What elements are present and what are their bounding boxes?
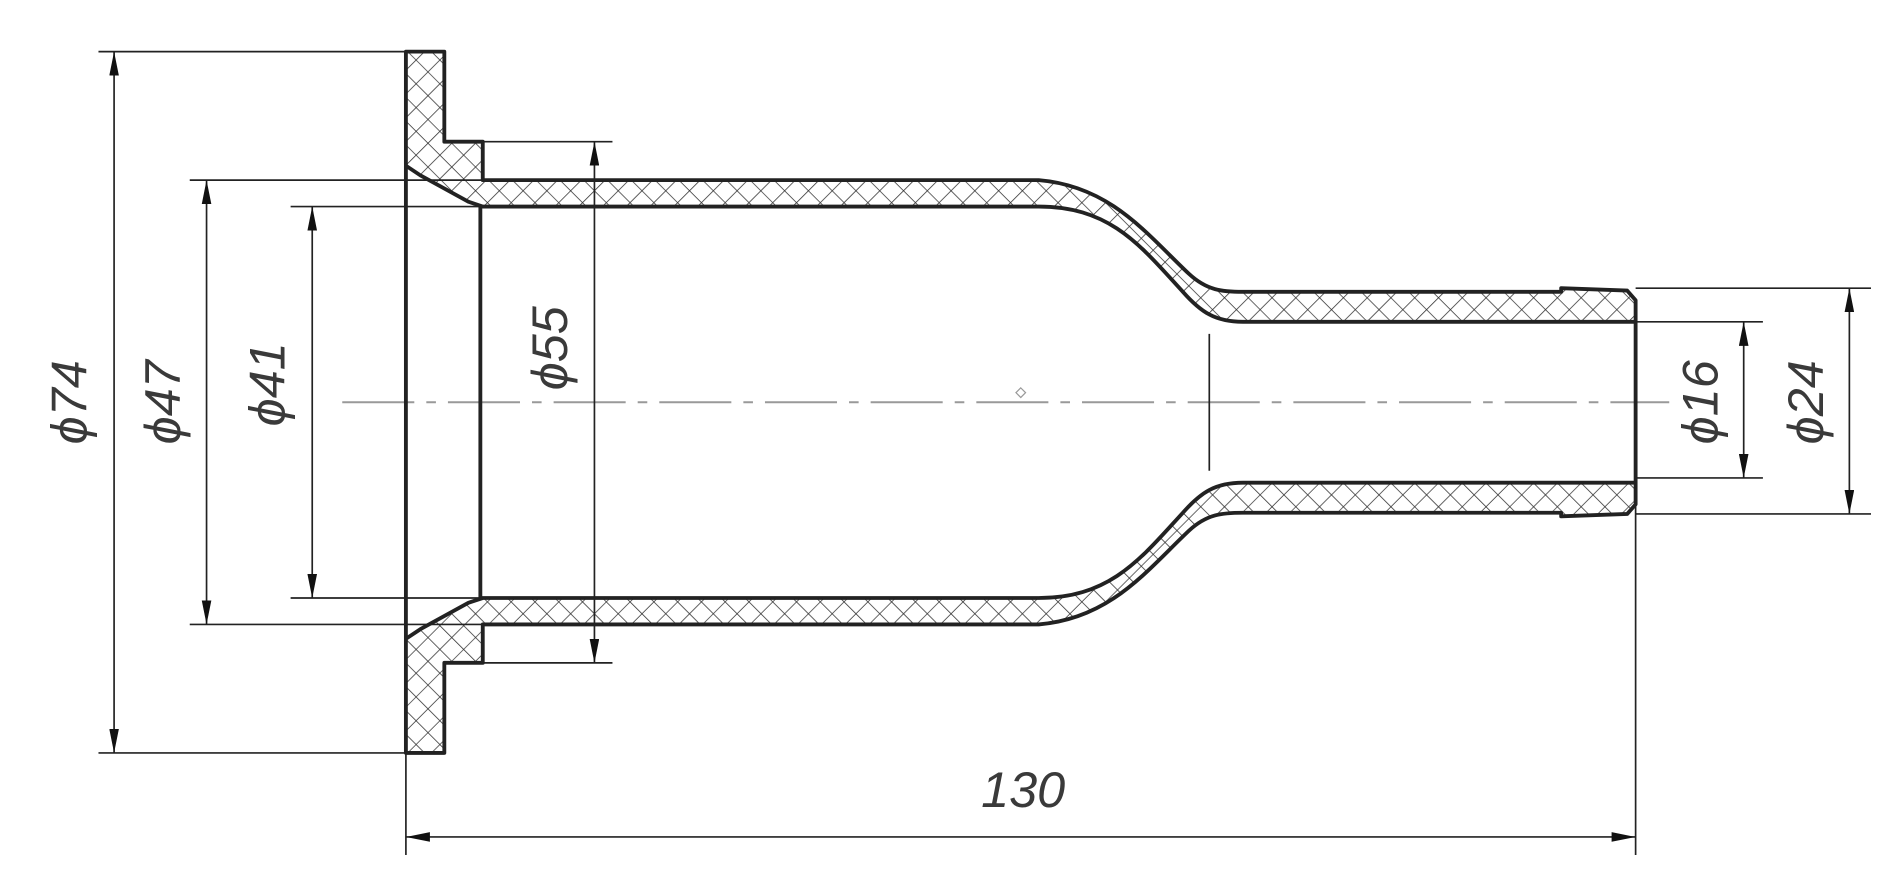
dimension-phi47: ϕ47 <box>134 179 483 626</box>
dimension-phi24: ϕ24 <box>1635 287 1871 515</box>
dimension-phi74: ϕ74 <box>40 50 406 754</box>
dim-label-phi74: ϕ74 <box>40 360 97 444</box>
part-section-bottom <box>403 480 1638 755</box>
dimension-length-130: 130 <box>405 482 1637 855</box>
dim-label-phi41: ϕ41 <box>239 342 296 426</box>
part-section-top <box>403 49 1638 324</box>
dim-label-phi55: ϕ55 <box>521 305 578 390</box>
dimension-phi55: ϕ55 <box>482 140 613 664</box>
dim-label-phi16: ϕ16 <box>1671 359 1728 444</box>
dim-label-130: 130 <box>981 761 1065 818</box>
dimension-phi41: ϕ41 <box>239 205 481 599</box>
dim-label-phi47: ϕ47 <box>134 358 191 444</box>
center-mark-icon <box>1015 387 1027 399</box>
dim-label-phi24: ϕ24 <box>1777 360 1834 444</box>
dimension-phi16: ϕ16 <box>1635 320 1763 479</box>
